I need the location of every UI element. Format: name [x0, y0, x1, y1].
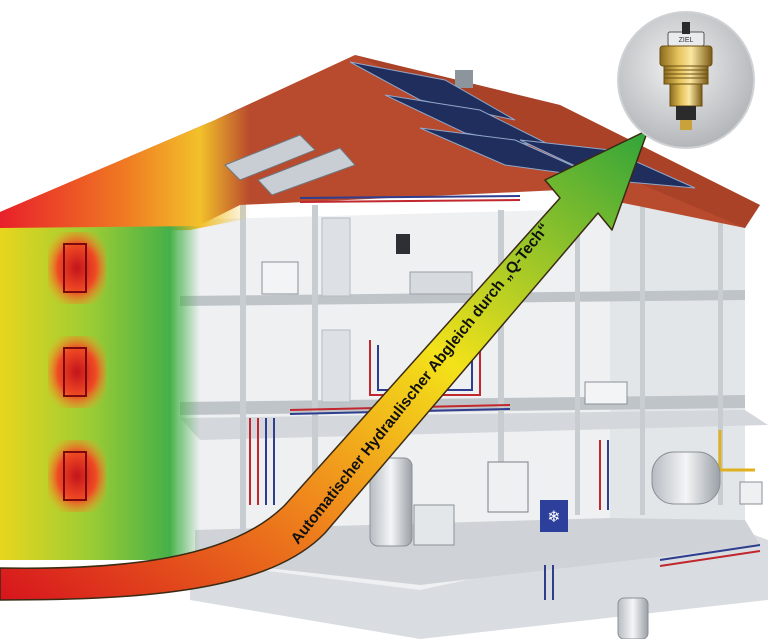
chimney	[455, 70, 473, 88]
column-5	[640, 205, 645, 515]
geothermal-probe	[617, 597, 649, 639]
door-upper	[321, 217, 351, 297]
roof-thermal-overlay	[0, 105, 250, 232]
column-4	[575, 205, 580, 515]
desk	[409, 271, 473, 295]
column-1	[240, 200, 246, 540]
oil-tank	[651, 451, 721, 505]
valve-insert-image	[659, 22, 713, 130]
efficiency-arrow	[0, 129, 649, 601]
storage-tank	[369, 457, 413, 547]
wall-thermostat	[396, 234, 410, 254]
floor-slab-upper	[180, 290, 745, 306]
snowflake-icon: ❄	[547, 507, 560, 526]
door-middle	[321, 329, 351, 403]
control-cabinet	[487, 461, 529, 513]
expansion-vessel	[739, 481, 763, 505]
valve-engraving: ZIEL	[679, 37, 694, 44]
thermal-windows	[48, 232, 106, 512]
floor-slab-cellar	[180, 410, 768, 440]
radiators	[261, 261, 628, 405]
boiler	[413, 504, 455, 546]
cooling-unit	[540, 500, 568, 532]
cellar-floor	[195, 518, 760, 585]
solar-collectors	[224, 134, 356, 196]
column-6	[718, 205, 723, 505]
column-2	[312, 205, 318, 535]
column-3	[498, 210, 504, 510]
